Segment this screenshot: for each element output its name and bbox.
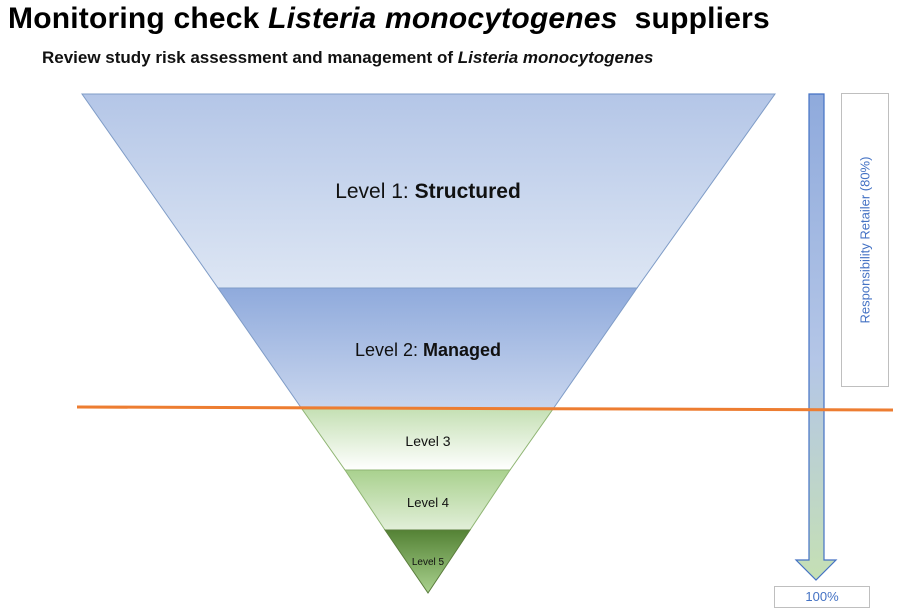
level-5-label: Level 5 [412, 557, 445, 568]
level-3-label: Level 3 [405, 433, 450, 449]
title-prefix: Monitoring check [8, 2, 269, 35]
page-title: Monitoring check Listeria monocytogenes … [8, 2, 770, 36]
page-subtitle: Review study risk assessment and managem… [42, 48, 653, 68]
responsibility-box [841, 93, 889, 387]
level-4-label: Level 4 [407, 495, 449, 510]
level-2-label: Level 2: Managed [355, 340, 501, 360]
percentage-box: 100% [774, 586, 870, 608]
responsibility-arrow [794, 93, 838, 581]
divider-line [76, 405, 894, 412]
subtitle-prefix: Review study risk assessment and managem… [42, 48, 458, 67]
subtitle-italic: Listeria monocytogenes [457, 48, 654, 67]
title-italic: Listeria monocytogenes [268, 2, 618, 35]
level-5-band [384, 529, 471, 594]
level-1-label: Level 1: Structured [335, 180, 521, 203]
title-suffix: suppliers [617, 2, 770, 35]
